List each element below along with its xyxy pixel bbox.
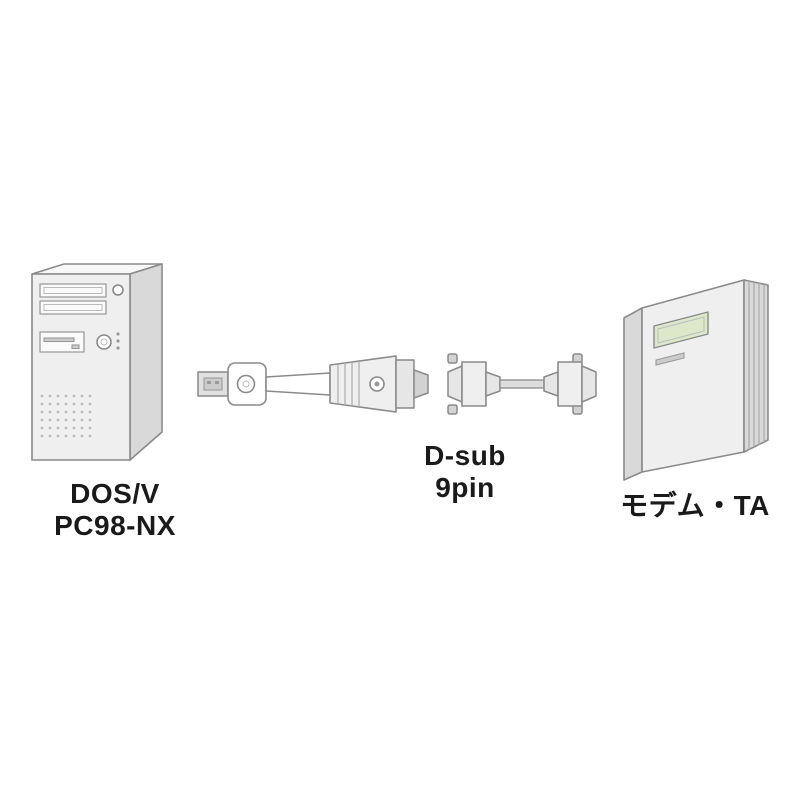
modem-illustration xyxy=(623,279,769,481)
adapter-neck xyxy=(265,372,331,396)
cable-cord xyxy=(499,379,545,389)
cable-boot-left xyxy=(485,371,501,397)
cable-assembly-illustration xyxy=(197,353,597,415)
pc-vent-holes xyxy=(40,394,92,438)
modem-lcd-screen xyxy=(653,311,709,349)
pc-indicator-dots xyxy=(116,332,120,350)
pc-floppy-drive xyxy=(39,331,85,353)
dsub9-male-connector xyxy=(395,359,429,409)
usb-plug xyxy=(197,362,267,406)
modem-body xyxy=(623,279,769,481)
pc-label-line1: DOS/V xyxy=(70,478,160,509)
cable-boot-right xyxy=(543,371,559,397)
adapter-body xyxy=(329,355,397,413)
pc-label: DOS/V PC98-NX xyxy=(0,478,230,542)
serial-cable-connector-left xyxy=(447,353,487,415)
pc-label-line2: PC98-NX xyxy=(54,510,176,542)
pc-power-button xyxy=(112,284,124,296)
usb-serial-adapter-illustration xyxy=(197,355,429,413)
serial-cable-illustration xyxy=(447,353,597,415)
adapter-label: D-sub 9pin xyxy=(365,440,565,504)
pc-reset-button xyxy=(96,334,112,350)
serial-cable-connector-right xyxy=(557,353,597,415)
adapter-label-line1: D-sub xyxy=(424,440,506,471)
modem-slot xyxy=(655,352,685,366)
pc-tower-illustration xyxy=(31,263,163,461)
pc-drive-bays xyxy=(39,283,107,315)
modem-label: モデム・TA xyxy=(620,490,770,521)
adapter-label-line2: 9pin xyxy=(435,472,495,504)
